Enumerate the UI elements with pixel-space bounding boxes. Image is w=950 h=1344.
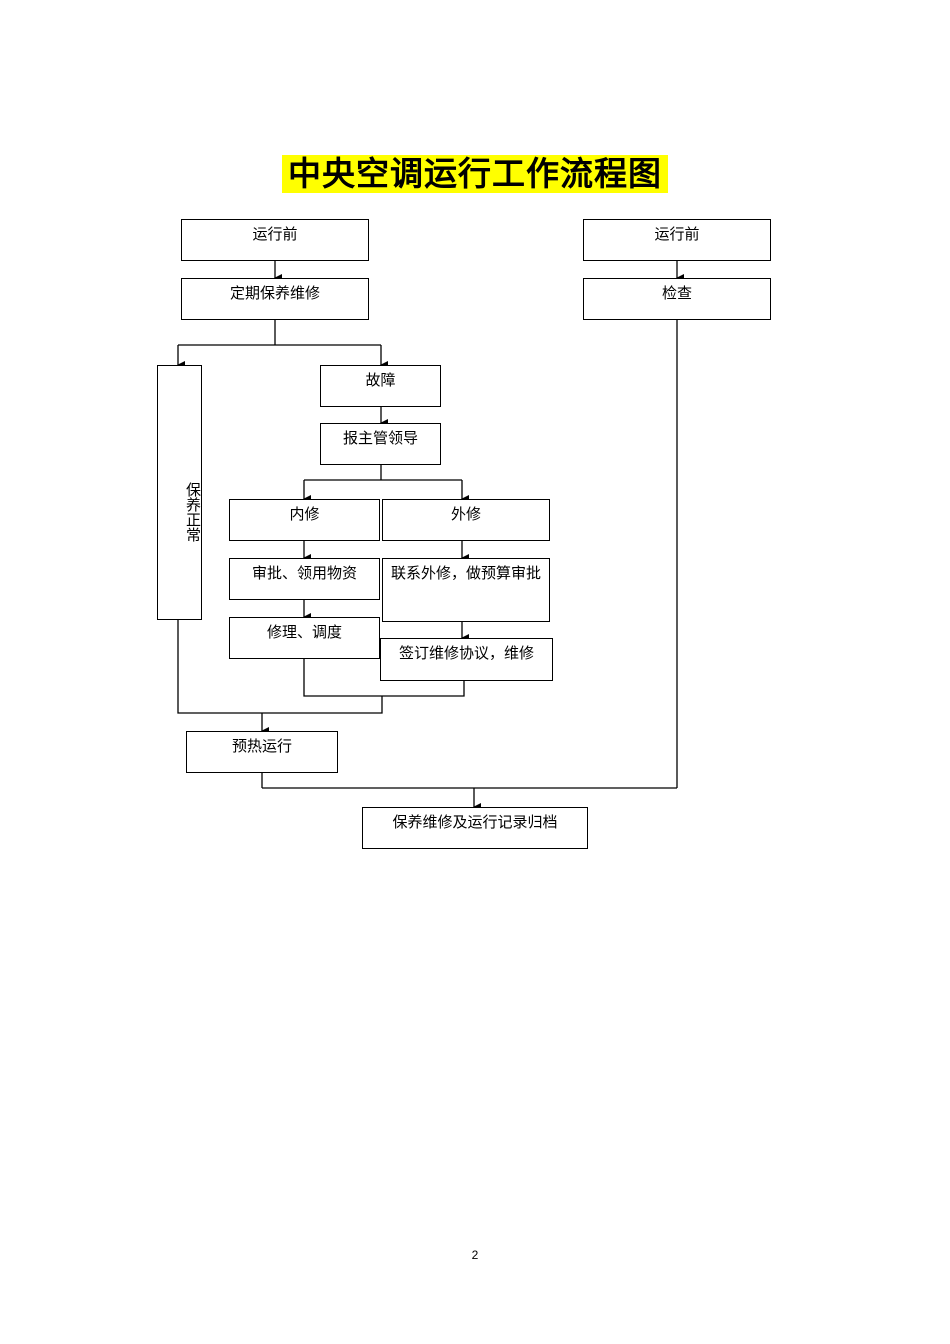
connector-normal-merge (177, 620, 383, 714)
node-label: 预热运行 (231, 737, 292, 755)
node-internal-repair: 内修 (229, 499, 380, 541)
node-label: 运行前 (252, 225, 298, 243)
node-approve-materials: 审批、领用物资 (229, 558, 380, 600)
node-contact-external: 联系外修，做预算审批 (382, 558, 550, 622)
node-label: 联系外修，做预算审批 (391, 564, 542, 582)
node-regular-maintenance: 定期保养维修 (181, 278, 369, 320)
node-label: 报主管领导 (342, 429, 418, 447)
node-record-archive: 保养维修及运行记录归档 (362, 807, 588, 849)
node-inspection: 检查 (583, 278, 771, 320)
node-pre-run-right: 运行前 (583, 219, 771, 261)
connector-merge-repairs (303, 659, 465, 697)
node-label: 定期保养维修 (229, 284, 320, 302)
node-external-repair: 外修 (382, 499, 550, 541)
page-title: 中央空调运行工作流程图 (282, 155, 668, 193)
node-label: 内修 (289, 505, 320, 523)
node-sign-agreement: 签订维修协议，维修 (380, 638, 553, 681)
node-label: 外修 (450, 505, 481, 523)
node-label: 审批、领用物资 (251, 564, 357, 582)
node-label: 签订维修协议，维修 (398, 644, 534, 662)
node-label: 运行前 (654, 225, 700, 243)
node-repair-adjust: 修理、调度 (229, 617, 380, 659)
page-number: 2 (471, 1248, 479, 1262)
node-maintenance-normal: 保养正常 (157, 365, 202, 620)
node-label: 故障 (365, 371, 396, 389)
node-report-supervisor: 报主管领导 (320, 423, 441, 465)
node-label: 保养维修及运行记录归档 (392, 813, 558, 831)
node-pre-run-left: 运行前 (181, 219, 369, 261)
node-label: 修理、调度 (266, 623, 342, 641)
node-preheat-run: 预热运行 (186, 731, 338, 773)
node-label: 保养正常 (184, 481, 202, 542)
node-label: 检查 (661, 284, 692, 302)
node-fault: 故障 (320, 365, 441, 407)
